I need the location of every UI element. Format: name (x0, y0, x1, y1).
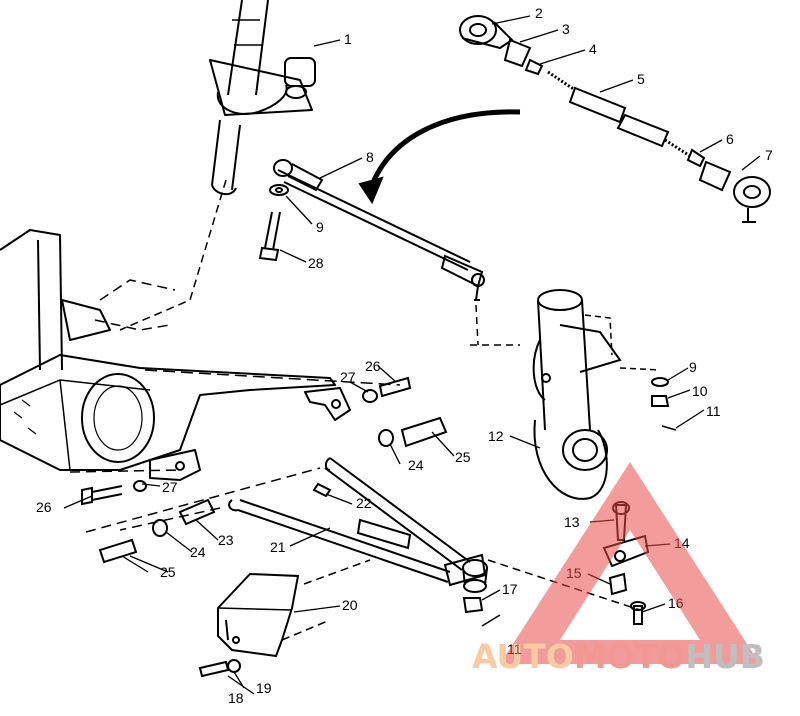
a-arm-assembly (81, 376, 641, 627)
callout-27-upper: 27 (340, 369, 356, 385)
callout-26-upper: 26 (365, 358, 381, 374)
callout-22: 22 (356, 495, 372, 511)
tie-rod-assembly (258, 159, 520, 346)
callout-1: 1 (344, 31, 352, 47)
callout-11-right: 11 (706, 403, 721, 419)
callout-19: 19 (256, 680, 272, 696)
leader-lines (63, 15, 761, 695)
callout-13: 13 (564, 514, 580, 530)
frame-assembly (0, 0, 401, 481)
callout-12: 12 (488, 428, 504, 444)
watermark-part-moto: MOTO (574, 637, 685, 676)
tie-rod-ends-assembly (358, 15, 771, 223)
callout-24-lower: 24 (190, 544, 206, 560)
callout-7: 7 (765, 147, 773, 163)
watermark-text: AUTOMOTOHUB (472, 637, 765, 676)
callout-26-lower: 26 (36, 499, 52, 515)
callout-labels: 1 2 3 4 5 6 7 8 9 9 10 11 11 12 13 14 15… (36, 5, 773, 706)
callout-3: 3 (562, 21, 570, 37)
callout-27-lower: 27 (162, 479, 178, 495)
watermark-part-hub: HUB (685, 637, 765, 676)
callout-9-right: 9 (689, 359, 697, 375)
callout-4: 4 (589, 41, 597, 57)
callout-23: 23 (218, 532, 234, 548)
warning-triangle-icon (500, 462, 760, 664)
callout-5: 5 (637, 71, 645, 87)
automotohub-watermark: AUTOMOTOHUB (472, 462, 765, 676)
callout-9-left: 9 (316, 219, 324, 235)
callout-21: 21 (270, 539, 286, 555)
callout-25-upper: 25 (455, 449, 471, 465)
spindle-assembly (532, 289, 677, 625)
callout-28: 28 (308, 255, 324, 271)
callout-10: 10 (692, 383, 708, 399)
callout-6: 6 (726, 131, 734, 147)
callout-17: 17 (502, 581, 518, 597)
watermark-part-auto: AUTO (472, 637, 574, 676)
callout-18: 18 (228, 690, 244, 706)
callout-8: 8 (366, 149, 374, 165)
callout-24-upper: 24 (408, 457, 424, 473)
callout-25-lower: 25 (160, 564, 176, 580)
callout-20: 20 (342, 597, 358, 613)
callout-2: 2 (535, 5, 543, 21)
skid-guard (198, 559, 371, 678)
